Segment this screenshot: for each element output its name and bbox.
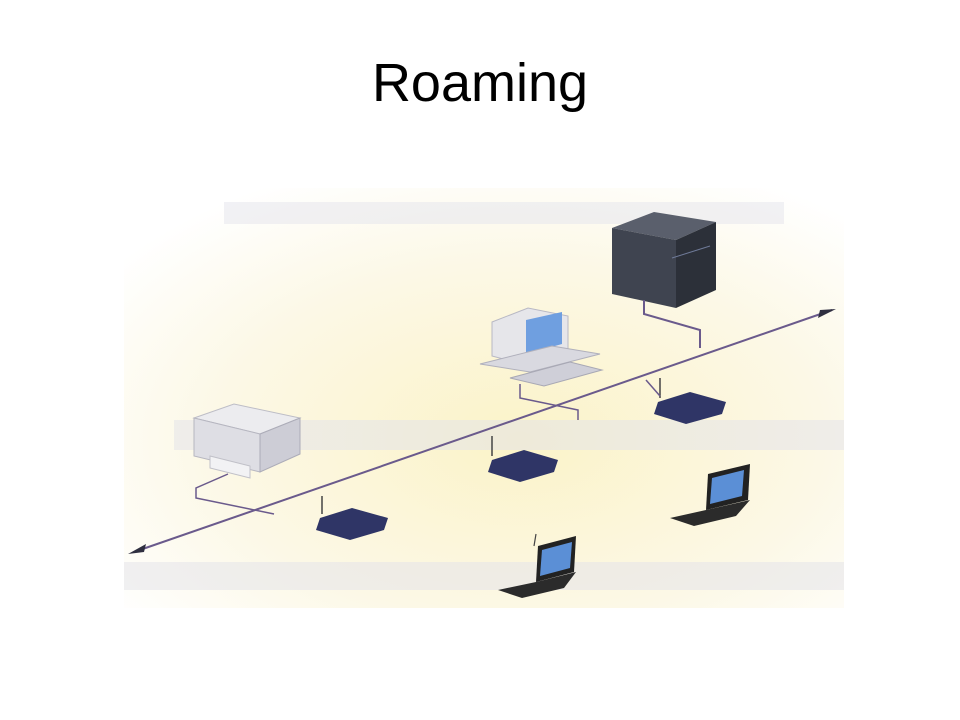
access-point-icon (316, 496, 388, 540)
printer-icon (192, 403, 302, 479)
ap-cable (645, 379, 661, 397)
desktop-computer-icon (479, 307, 604, 387)
access-point-icon (488, 436, 558, 482)
laptop-antenna (533, 533, 537, 547)
printer-cable (195, 473, 275, 515)
laptop-icon (498, 536, 576, 598)
laptop-icon (670, 464, 750, 526)
access-point-icon (654, 378, 726, 424)
slide-title: Roaming (371, 53, 589, 113)
arrow-left-icon (128, 544, 146, 554)
ghost-text-band (124, 562, 844, 590)
figure-background (124, 188, 844, 608)
server-cable (643, 300, 701, 348)
arrow-right-icon (818, 309, 836, 318)
desktop-cable (519, 384, 579, 420)
server-icon (612, 212, 716, 308)
backbone-cable (133, 309, 833, 553)
network-diagram (124, 188, 844, 608)
network-diagram-svg (124, 188, 844, 608)
